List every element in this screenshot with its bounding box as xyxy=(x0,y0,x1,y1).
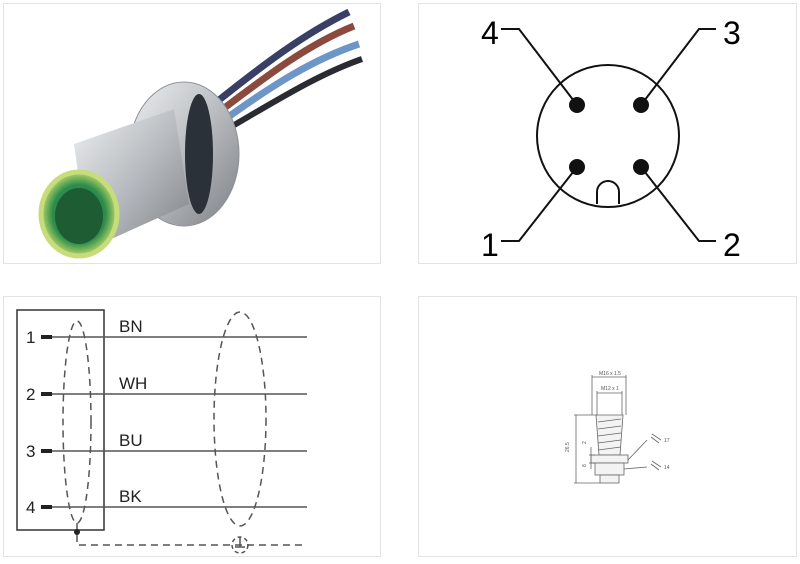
wiring-drawing: 1 2 3 4 BN WH BU BK xyxy=(16,309,307,554)
wiring-diagram[interactable]: 1 2 3 4 BN WH BU BK xyxy=(3,296,381,557)
pinout-drawing: 4 3 1 2 xyxy=(481,15,741,263)
pinout-diagram[interactable]: 4 3 1 2 xyxy=(418,3,797,264)
wire-color-wh: WH xyxy=(119,374,147,393)
product-photo[interactable] xyxy=(3,3,381,264)
height-label: 26.5 xyxy=(565,442,571,452)
dim-b-label: 8 xyxy=(582,464,588,467)
dimension-drawing-svg: M16 x 1.5 M12 x 1 26.5 2 8 17 14 xyxy=(565,371,670,484)
wire-color-bu: BU xyxy=(119,431,143,450)
pin-number-4: 4 xyxy=(26,498,35,517)
pin-label-2: 2 xyxy=(723,227,741,263)
dimension-drawing[interactable]: M16 x 1.5 M12 x 1 26.5 2 8 17 14 xyxy=(418,296,797,557)
connector-photo xyxy=(38,8,363,259)
pin-label-4: 4 xyxy=(481,15,499,51)
wire-color-bn: BN xyxy=(119,317,143,336)
wire-color-bk: BK xyxy=(119,487,142,506)
dim-a-label: 2 xyxy=(582,441,588,444)
pin-label-3: 3 xyxy=(723,15,741,51)
pin-label-1: 1 xyxy=(481,227,499,263)
outer-thread-label: M16 x 1.5 xyxy=(599,371,621,377)
wrench-size-14: 14 xyxy=(664,465,670,471)
wrench-size-17: 17 xyxy=(664,438,670,444)
pin-number-3: 3 xyxy=(26,442,35,461)
inner-thread-label: M12 x 1 xyxy=(601,386,619,392)
pin-number-1: 1 xyxy=(26,328,35,347)
pin-number-2: 2 xyxy=(26,385,35,404)
